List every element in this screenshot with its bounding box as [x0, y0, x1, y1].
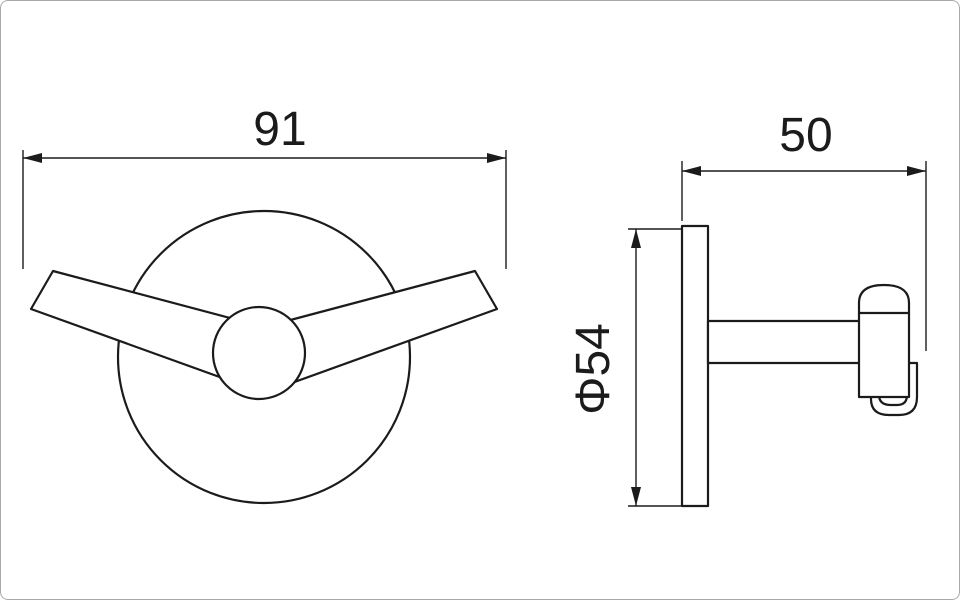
arrowhead-right-icon: [487, 153, 506, 163]
arrowhead-bottom-icon: [631, 487, 641, 506]
dimension-label-front-width: 91: [253, 103, 306, 156]
dimension-label-side-depth: 50: [779, 109, 832, 162]
dimension-front-width: 91: [22, 103, 507, 269]
center-boss-circle: [211, 305, 307, 401]
dimension-plate-diameter: Φ54: [567, 228, 682, 507]
hook-peg: [857, 283, 911, 399]
arrowhead-left-icon: [682, 166, 701, 176]
arrowhead-top-icon: [631, 229, 641, 248]
front-view: 91: [22, 103, 507, 505]
lower-hook-stub-inner-line: [877, 361, 909, 407]
dimension-label-plate-diameter: Φ54: [567, 323, 620, 415]
dimension-side-depth: 50: [681, 109, 927, 351]
side-view: 50 Φ54: [567, 109, 927, 508]
wall-flange-plate: [680, 224, 710, 508]
arrowhead-right-icon: [907, 166, 926, 176]
arrowhead-left-icon: [23, 153, 42, 163]
hook-stem: [706, 319, 869, 365]
